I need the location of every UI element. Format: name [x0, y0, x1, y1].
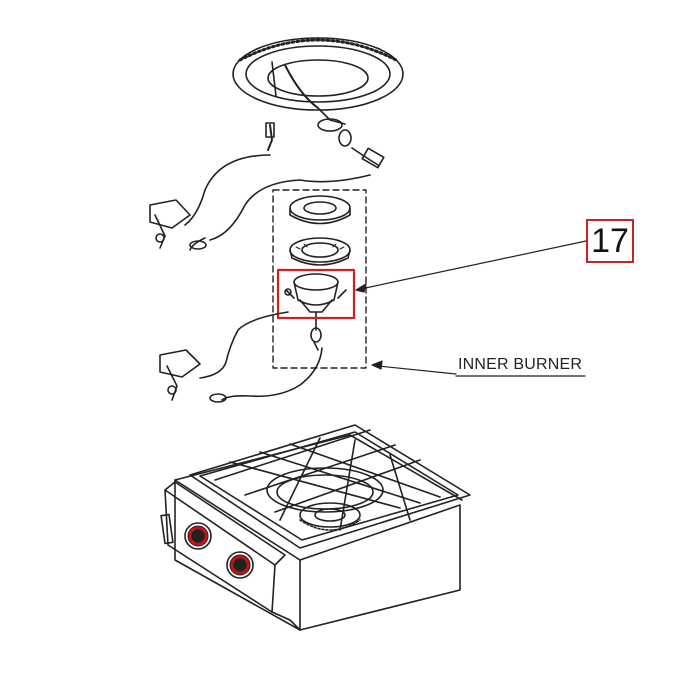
- burner-cap: [289, 195, 351, 225]
- burner-head: [289, 237, 351, 266]
- inner-burner-leader: [371, 360, 586, 377]
- inner-burner-group-box: [272, 189, 367, 369]
- callout-number: 17: [591, 222, 629, 260]
- upper-igniter-assembly: [149, 122, 371, 251]
- lower-igniter-assembly: [159, 311, 323, 403]
- outer-ring-burner: [232, 37, 404, 169]
- side-burner-unit: [160, 424, 471, 631]
- part-17-highlight-box: [276, 268, 356, 320]
- burner-base-part: [284, 273, 347, 351]
- callout-leader: [355, 240, 587, 293]
- knob-icon: [184, 522, 212, 550]
- callout-17-box[interactable]: 17: [586, 219, 634, 263]
- knob-icon: [226, 551, 254, 579]
- inner-burner-label: INNER BURNER: [458, 356, 583, 373]
